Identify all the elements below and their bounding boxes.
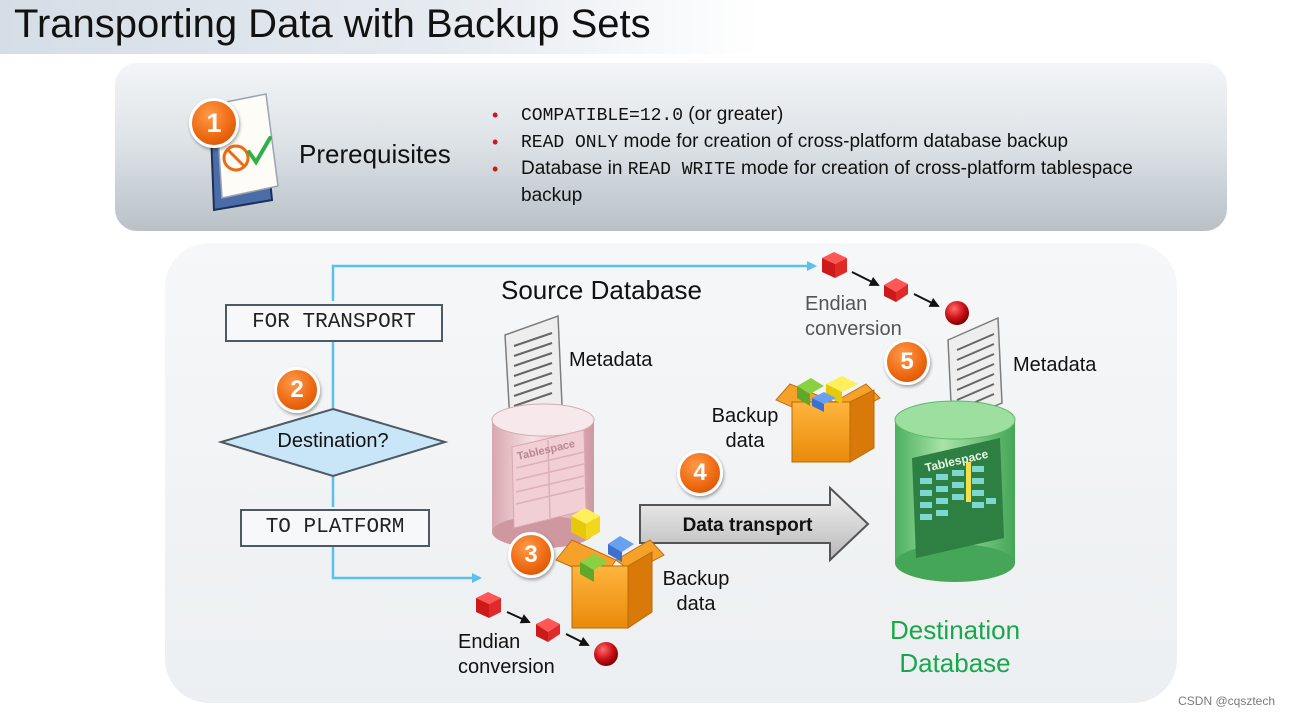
prerequisites-label: Prerequisites <box>299 139 451 169</box>
source-database-label: Source Database <box>501 275 702 305</box>
step-badge-5: 5 <box>884 339 930 385</box>
destination-diamond <box>217 407 449 478</box>
backup-box-right <box>775 376 881 463</box>
page-title: Transporting Data with Backup Sets <box>14 2 651 46</box>
prerequisite-item: COMPATIBLE=12.0 (or greater) <box>492 102 1192 129</box>
prerequisite-item: Database in READ WRITE mode for creation… <box>492 156 1192 209</box>
for-transport-box: FOR TRANSPORT <box>225 304 443 342</box>
endian-chain-bottom <box>476 592 618 666</box>
destination-question-label: Destination? <box>277 430 389 452</box>
step-badge-3: 3 <box>508 532 554 578</box>
prerequisites-list: COMPATIBLE=12.0 (or greater) READ ONLY m… <box>492 102 1192 209</box>
prerequisite-item: READ ONLY mode for creation of cross-pla… <box>492 129 1192 156</box>
endian-chain-top <box>822 252 969 325</box>
metadata-label-left: Metadata <box>569 349 653 371</box>
destination-database-cylinder <box>894 400 1016 582</box>
step-badge-1: 1 <box>189 98 239 148</box>
step-badge-2: 2 <box>274 367 320 413</box>
title-bar <box>0 0 760 54</box>
metadata-document-right <box>947 316 1003 426</box>
to-platform-box: TO PLATFORM <box>240 509 430 547</box>
step-badge-4: 4 <box>677 450 723 496</box>
flow-lines <box>331 261 817 583</box>
data-transport-arrow <box>639 485 870 563</box>
watermark: CSDN @cqsztech <box>1178 694 1275 708</box>
data-transport-label: Data transport <box>682 515 813 536</box>
metadata-label-right: Metadata <box>1013 354 1097 376</box>
backup-box-left <box>555 508 665 629</box>
